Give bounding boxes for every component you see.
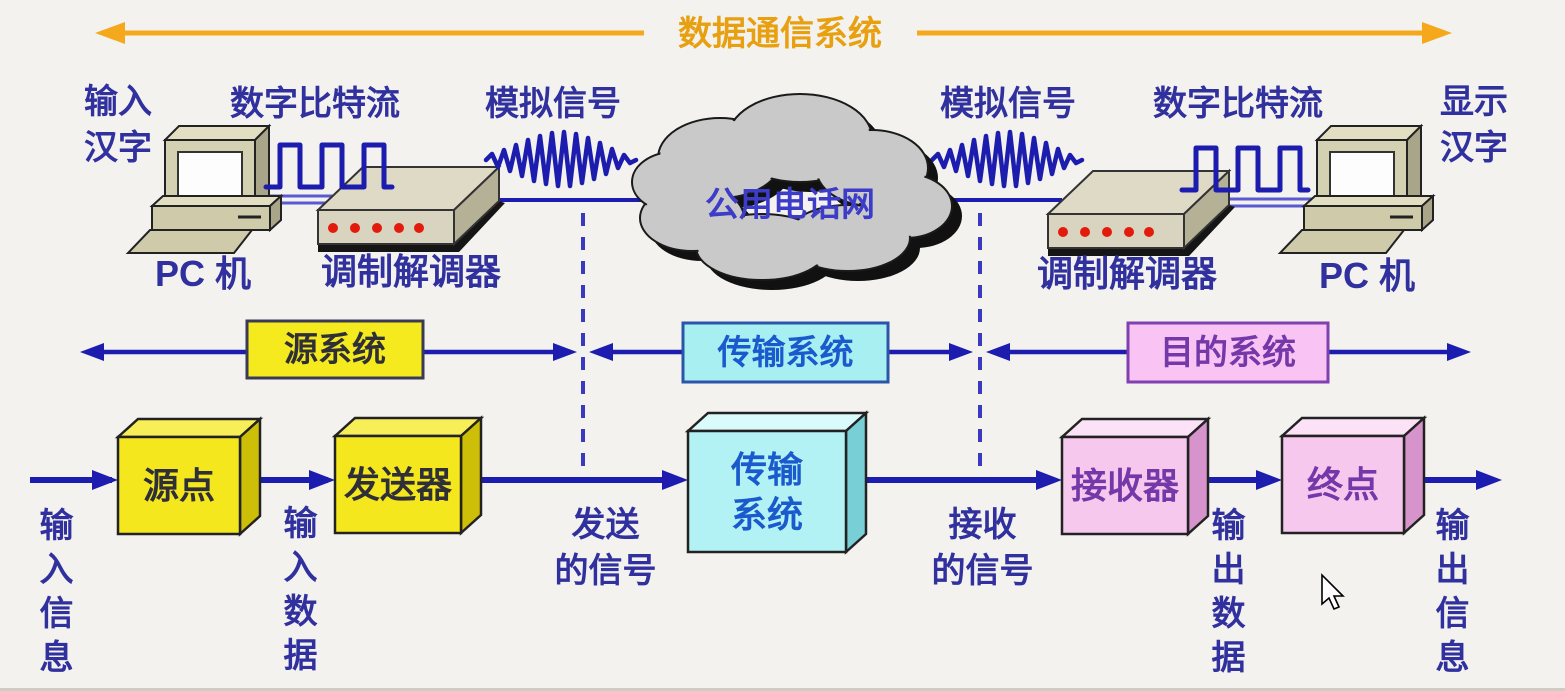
sent-signal-label: 发送 的信号	[554, 506, 657, 590]
transmitter-block	[331, 415, 485, 536]
bottom-edge-line	[0, 688, 1565, 691]
diagram-title: 数据通信系统	[678, 15, 882, 53]
transmission-system-label: 传输系统	[717, 333, 854, 372]
input-info-label: 输入信息	[34, 506, 72, 683]
analog-signal-right-label: 模拟信号	[940, 85, 1076, 123]
modem-left-label: 调制解调器	[320, 251, 501, 292]
mouse-cursor-icon	[1321, 573, 1345, 611]
analog-wave-icon-right	[932, 132, 1082, 186]
input-hanzi-label: 输入 汉字	[84, 83, 152, 167]
analog-signal-left-label: 模拟信号	[485, 85, 621, 123]
endpoint-label: 终点	[1306, 464, 1379, 505]
destination-system-label: 目的系统	[1160, 333, 1296, 372]
display-hanzi-label: 显示 汉字	[1440, 83, 1508, 167]
destination-system-box	[1126, 321, 1330, 384]
transmission-system-box	[681, 321, 890, 384]
cloud-label: 公用电话网	[705, 186, 875, 224]
received-signal-label: 接收 的信号	[931, 506, 1034, 590]
transmitter-label: 发送器	[343, 464, 452, 505]
transmission-block-label: 传输 系统	[730, 448, 803, 535]
analog-wave-icon-left	[486, 132, 636, 186]
modem-icon-left	[317, 166, 506, 253]
modem-right-label: 调制解调器	[1036, 253, 1217, 294]
modem-pc-cable-right	[1226, 197, 1314, 208]
source-system-box	[245, 319, 425, 380]
cloud-icon	[631, 93, 962, 290]
endpoint-block	[1278, 415, 1428, 536]
output-data-label: 输出数据	[1206, 506, 1244, 683]
flow-arrows	[30, 470, 1502, 490]
system-band-arrows	[80, 343, 1471, 361]
input-data-label: 输入数据	[278, 504, 316, 681]
pc-left-label: PC 机	[154, 253, 251, 294]
digital-bitstream-right-label: 数字比特流	[1153, 85, 1323, 123]
digital-bitstream-left-label: 数字比特流	[230, 85, 400, 123]
source-node-label: 源点	[142, 465, 215, 506]
receiver-label: 接收器	[1070, 465, 1179, 506]
output-info-label: 输出信息	[1430, 506, 1468, 683]
source-system-label: 源系统	[284, 330, 386, 369]
pc-right-label: PC 机	[1318, 255, 1415, 296]
span-arrow	[95, 22, 1452, 44]
modem-icon-right	[1047, 170, 1236, 257]
transmission-system-block	[684, 410, 870, 555]
receiver-block	[1058, 416, 1212, 537]
source-node-block	[114, 416, 264, 537]
